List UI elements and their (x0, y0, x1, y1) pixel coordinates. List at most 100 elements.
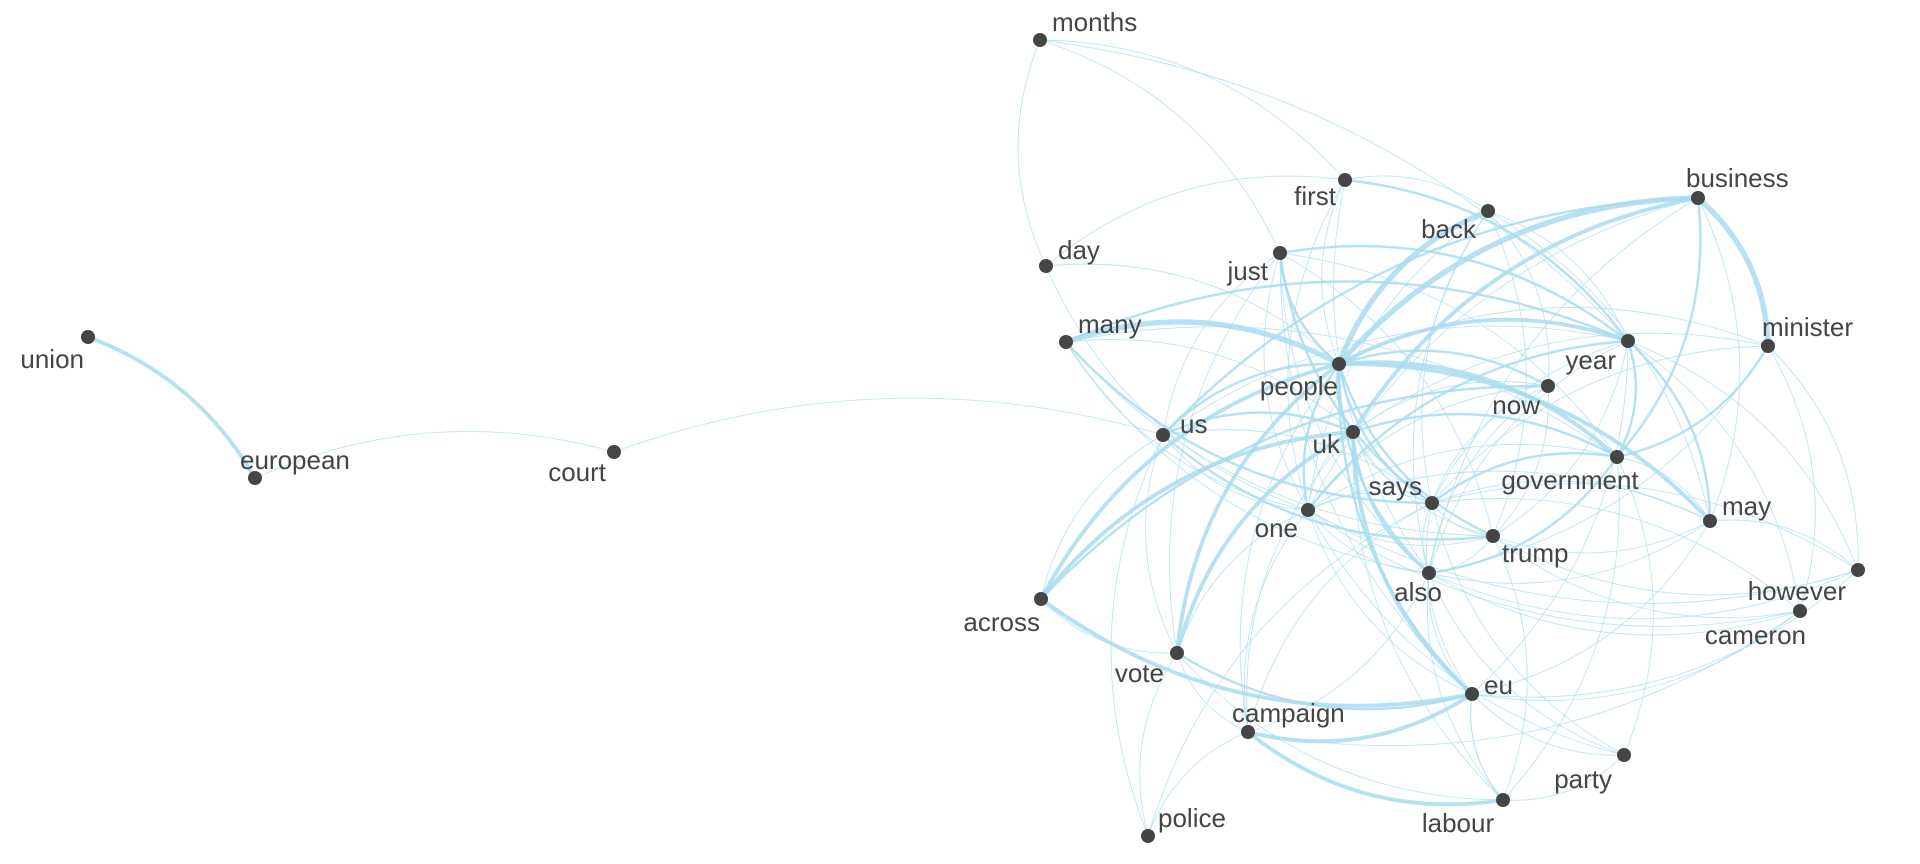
edge-may-however (1709, 519, 1859, 571)
node-eu (1465, 687, 1479, 701)
edge-back-one (1307, 210, 1489, 511)
edge-many-says (1064, 340, 1434, 505)
edge-also-campaign (1247, 572, 1430, 733)
edge-says-eu (1425, 502, 1473, 695)
edge-one-eu (1307, 509, 1473, 695)
edge-business-minister (1695, 195, 1771, 349)
edge-business-may (1697, 197, 1741, 522)
node-labour (1496, 793, 1510, 807)
node-uk (1346, 425, 1360, 439)
edge-court-us (613, 397, 1164, 453)
edge-may-also (1428, 520, 1711, 584)
edge-across-eu (1039, 597, 1474, 708)
edge-us-one (1162, 434, 1309, 511)
edge-first-year (1343, 178, 1630, 343)
node-label-months: months (1052, 7, 1137, 37)
node-label-court: court (548, 457, 607, 487)
edge-year-government (1615, 339, 1638, 459)
edge-says-police (1147, 502, 1433, 837)
edge-people-trump (1337, 362, 1495, 538)
edge-year-also (1428, 340, 1629, 574)
node-police (1141, 829, 1155, 843)
node-just (1273, 246, 1287, 260)
node-people (1332, 357, 1346, 371)
node-across (1034, 592, 1048, 606)
edge-trump-also (1428, 535, 1494, 574)
edge-people-us (1161, 362, 1341, 437)
node-cameron (1793, 604, 1807, 618)
node-label-also: also (1394, 577, 1442, 607)
node-may (1703, 514, 1717, 528)
edge-one-party (1307, 509, 1625, 756)
edge-may-trump (1492, 520, 1711, 554)
edge-campaign-labour (1246, 730, 1505, 807)
edge-uk-trump (1352, 431, 1494, 537)
node-campaign (1241, 725, 1255, 739)
edge-year-however (1627, 340, 1859, 571)
node-label-however: however (1748, 576, 1847, 606)
node-day (1039, 259, 1053, 273)
edge-trump-however (1492, 535, 1859, 596)
edge-people-across (1039, 362, 1341, 601)
node-minister (1761, 339, 1775, 353)
edge-first-day (1045, 175, 1346, 267)
edge-campaign-police (1147, 731, 1249, 837)
node-label-people: people (1260, 371, 1338, 401)
edge-vote-campaign (1176, 652, 1249, 733)
edge-says-may (1431, 480, 1711, 522)
node-says (1425, 496, 1439, 510)
node-vote (1170, 646, 1184, 660)
edge-may-one (1307, 470, 1711, 522)
edge-trump-labour (1492, 535, 1528, 801)
edge-people-government (1337, 360, 1619, 459)
edge-vote-police (1139, 652, 1178, 837)
edge-back-now (1487, 210, 1550, 387)
edge-however-minister (1767, 345, 1859, 571)
edge-business-uk (1351, 196, 1700, 434)
edge-year-may (1626, 339, 1712, 523)
node-months (1033, 33, 1047, 47)
node-european (248, 471, 262, 485)
node-label-union: union (20, 344, 84, 374)
edge-one-however (1307, 509, 1859, 604)
edge-trump-cameron (1492, 535, 1801, 619)
node-label-many: many (1078, 309, 1142, 339)
edge-uk-across (1039, 430, 1355, 601)
node-us (1156, 428, 1170, 442)
edge-year-people (1337, 317, 1630, 366)
node-label-vote: vote (1115, 658, 1164, 688)
node-label-minister: minister (1762, 312, 1853, 342)
edge-people-says (1337, 362, 1434, 505)
edge-people-one (1302, 362, 1341, 512)
node-label-year: year (1565, 345, 1616, 375)
edge-uk-labour (1352, 431, 1504, 801)
node-label-day: day (1058, 235, 1100, 265)
node-label-now: now (1492, 390, 1540, 420)
edge-months-day (1017, 39, 1047, 267)
edge-layer (86, 39, 1859, 837)
edge-uk-vote (1175, 430, 1355, 655)
edge-now-also (1428, 385, 1549, 574)
edge-people-campaign (1239, 363, 1340, 733)
edge-months-just (1039, 39, 1281, 254)
node-many (1059, 335, 1073, 349)
edge-day-people (1045, 263, 1340, 365)
edge-union-european (86, 335, 257, 480)
node-party (1617, 748, 1631, 762)
edge-government-labour (1502, 456, 1620, 801)
edge-business-government (1615, 196, 1702, 459)
node-label-back: back (1421, 214, 1477, 244)
edge-just-year (1278, 244, 1630, 343)
edge-vote-eu (1175, 651, 1474, 711)
node-label-uk: uk (1313, 429, 1341, 459)
edge-people-now (1337, 349, 1550, 388)
node-label-eu: eu (1484, 670, 1513, 700)
node-business (1691, 191, 1705, 205)
edge-now-across (1039, 384, 1550, 601)
edge-many-government (1065, 326, 1618, 458)
node-back (1481, 204, 1495, 218)
node-label-police: police (1158, 803, 1226, 833)
edge-however-eu (1471, 569, 1859, 698)
edge-government-also (1427, 455, 1619, 575)
